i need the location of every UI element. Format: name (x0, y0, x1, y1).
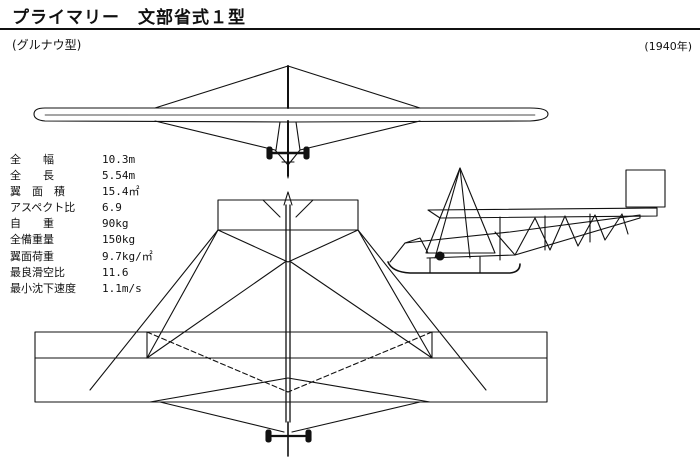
top-wire-cross-left (146, 261, 286, 359)
spec-label: 翼 面 積 (10, 185, 65, 199)
spec-row-wing-area: 翼 面 積 15.4㎡ (10, 184, 153, 200)
spec-label: アスペクト比 (10, 201, 76, 215)
side-rudder (625, 169, 666, 208)
spec-value: 6.9 (102, 201, 122, 215)
spec-label: 全 幅 (10, 153, 54, 166)
page-subtitle: (グルナウ型) (12, 38, 82, 52)
top-wheel-right (305, 429, 312, 443)
page-title: プライマリー 文部省式１型 (12, 8, 246, 28)
side-fuselage-boom-lower (426, 217, 641, 259)
spec-value: 1.1m/s (102, 281, 142, 295)
top-wire-tail-left (146, 229, 219, 359)
spec-row-span: 全 幅 10.3m (10, 152, 153, 168)
front-strut-left (275, 121, 281, 151)
top-fin (283, 191, 293, 206)
spec-table: 全 幅 10.3m 全 長 5.54m 翼 面 積 15.4㎡ アスペクト比 6.9 自… (10, 152, 153, 297)
spec-value: 11.6 (102, 265, 129, 279)
top-diagonal-dashed-right (287, 331, 433, 393)
top-nose-wires-left (159, 401, 285, 433)
side-kingpost-pylon (425, 167, 496, 254)
spec-row-empty-weight: 自 重 90kg (10, 216, 153, 232)
side-pylon-brace-2 (459, 167, 471, 259)
spec-row-min-sink: 最小沈下速度 1.1m/s (10, 281, 153, 297)
spec-label: 全 長 (10, 169, 54, 183)
top-wire-tail-right (357, 229, 433, 359)
top-view (34, 191, 548, 457)
spec-label: 自 重 (10, 217, 54, 231)
spec-value: 10.3m (102, 153, 136, 166)
top-wire-wide-left (89, 229, 219, 391)
year-label: (1940年) (644, 40, 692, 53)
spec-row-length: 全 長 5.54m (10, 168, 153, 184)
top-lower-wires (149, 377, 431, 403)
spec-row-wing-loading: 翼面荷重 9.7kg/㎡ (10, 249, 153, 265)
top-tailplane (217, 199, 359, 263)
side-view (387, 167, 666, 274)
spec-value: 150kg (102, 233, 136, 247)
side-seat (435, 251, 445, 261)
spec-label: 最良滑空比 (10, 265, 65, 279)
top-wheel-left (265, 429, 272, 443)
title-rule (0, 28, 700, 30)
spec-label: 最小沈下速度 (10, 281, 76, 295)
front-wing-outline (33, 107, 549, 123)
top-nose-wires-right (291, 401, 421, 433)
spec-value: 15.4㎡ (102, 185, 140, 199)
front-view (33, 65, 549, 179)
front-wheel-left (266, 146, 273, 160)
spec-row-aspect-ratio: アスペクト比 6.9 (10, 200, 153, 216)
top-wing (34, 331, 548, 403)
side-truss (494, 213, 629, 256)
side-skid (387, 261, 521, 274)
spec-value: 5.54m (102, 169, 136, 183)
front-lower-wires-left (154, 120, 289, 166)
top-wire-cross-right (290, 261, 433, 359)
side-wing (427, 207, 658, 219)
top-diagonal-dashed-left (146, 331, 289, 393)
spec-label: 翼面荷重 (10, 249, 54, 263)
side-pylon-brace-1 (434, 167, 461, 259)
spec-label: 全備重量 (10, 233, 54, 247)
side-fuselage-boom-upper (404, 214, 641, 244)
spec-value: 9.7kg/㎡ (102, 249, 153, 263)
front-upper-wires (154, 65, 421, 109)
spec-value: 90kg (102, 217, 129, 231)
front-strut-right (295, 121, 301, 151)
front-wheel-right (303, 146, 310, 160)
spec-row-glide-ratio: 最良滑空比 11.6 (10, 265, 153, 281)
top-elevator-wire-left (262, 199, 281, 218)
side-cabin-nose (389, 237, 429, 263)
top-wire-wide-right (357, 229, 487, 391)
top-elevator-wire-right (295, 199, 314, 218)
spec-row-gross-weight: 全備重量 150kg (10, 232, 153, 248)
